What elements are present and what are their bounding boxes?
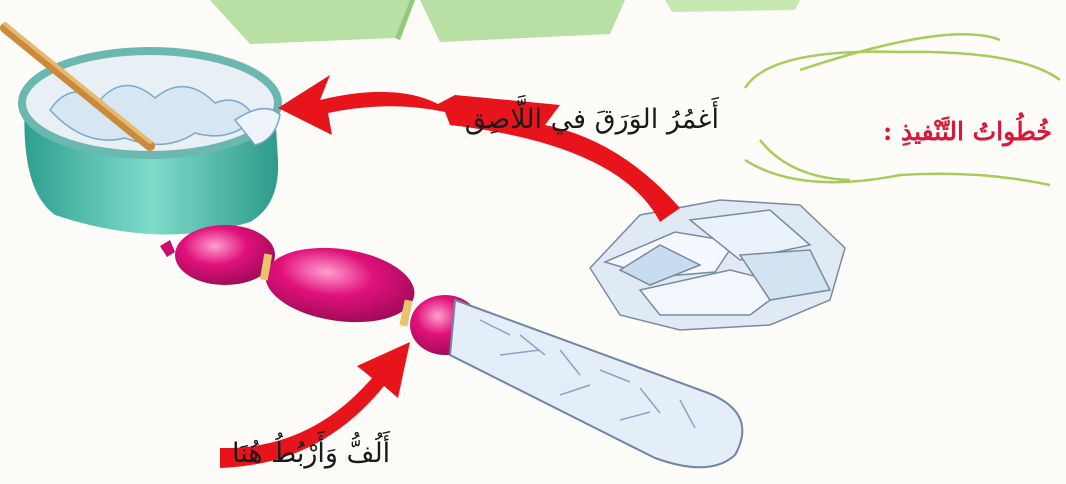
balloon (160, 225, 480, 355)
step-1-label: أَغمُرُ الوَرَقَ في اللَّاصِق (465, 104, 719, 136)
red-arrow-top (278, 75, 680, 222)
title-frame (745, 34, 1060, 185)
paper-pile (590, 200, 845, 330)
steps-title: خُطُواتُ التَّنْفيذِ : (883, 117, 1052, 147)
top-banners (210, 0, 800, 44)
step-2-label: أَلُفُّ وَأَرْبُطُ هُنَا (232, 438, 390, 470)
